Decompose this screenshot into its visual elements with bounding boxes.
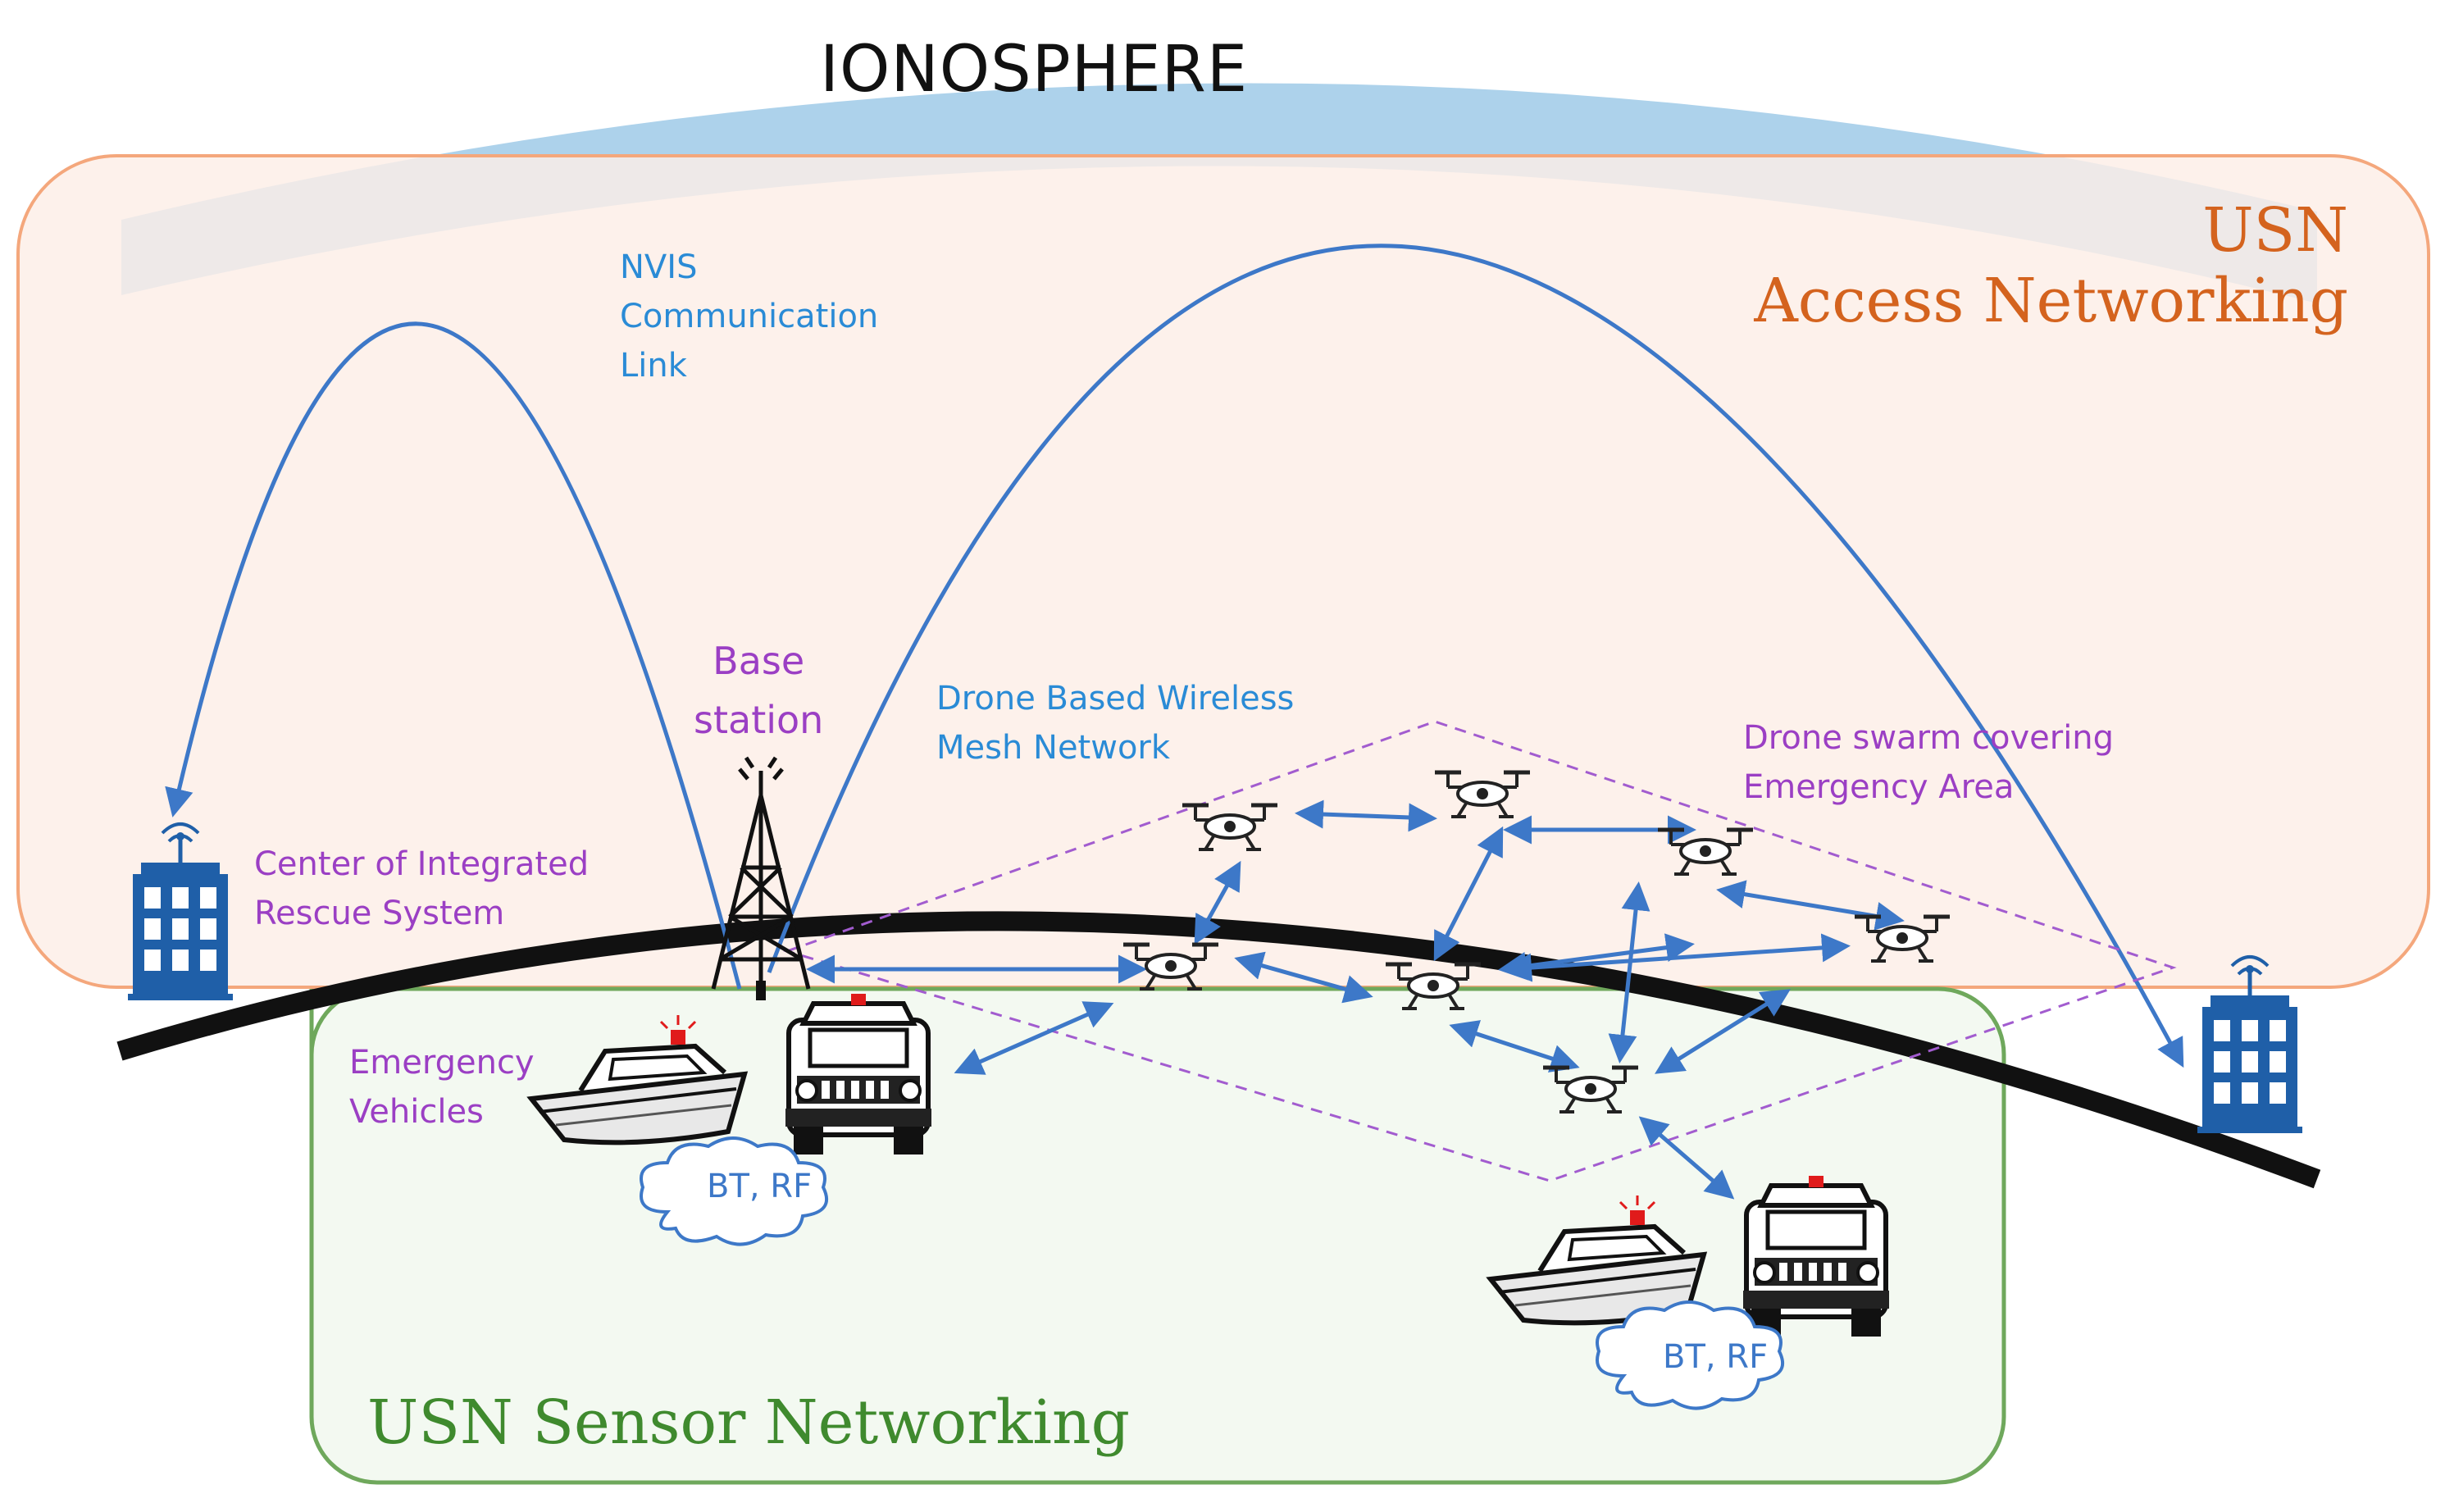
ionosphere-label: IONOSPHERE xyxy=(820,33,1249,107)
base-label-line2: station xyxy=(694,698,824,742)
center-label-line1: Center of Integrated xyxy=(254,845,590,883)
emergency-vehicles-label: Emergency Vehicles xyxy=(349,1038,535,1136)
base-label-line1: Base xyxy=(713,639,805,683)
usn-sensor-title: USN Sensor Networking xyxy=(367,1387,1130,1458)
center-label-line2: Rescue System xyxy=(254,895,505,932)
swarm-label-line2: Emergency Area xyxy=(1743,768,2015,806)
nvis-link-right xyxy=(767,244,2184,1068)
swarm-label-line1: Drone swarm covering xyxy=(1743,719,2115,757)
usn-access-title-line1: USN xyxy=(2202,195,2348,266)
nvis-link-label: NVIS Communication Link xyxy=(620,243,878,390)
base-station-label: Base station xyxy=(694,631,823,749)
nvis-label-line3: Link xyxy=(620,347,687,385)
nvis-link-left xyxy=(165,321,742,990)
nvis-label-line1: NVIS xyxy=(620,248,698,286)
mesh-label-line2: Mesh Network xyxy=(936,729,1171,767)
usn-access-title-line2: Access Networking xyxy=(1754,266,2348,336)
rescue-center-label: Center of Integrated Rescue System xyxy=(254,840,589,938)
nvis-label-line2: Communication xyxy=(620,298,879,335)
usn-access-title: USN Access Networking xyxy=(1754,195,2348,336)
emergency-label-line2: Vehicles xyxy=(349,1093,484,1131)
emergency-label-line1: Emergency xyxy=(349,1044,535,1082)
drone-swarm-area xyxy=(783,720,2177,1182)
cloud-right-label: BT, RF xyxy=(1663,1338,1769,1376)
mesh-network-label: Drone Based Wireless Mesh Network xyxy=(936,674,1294,772)
ionosphere-band xyxy=(121,83,2317,303)
cloud-left-label: BT, RF xyxy=(707,1168,813,1205)
mesh-links xyxy=(806,799,1905,1200)
police-car-icon xyxy=(785,994,931,1154)
tower-icon xyxy=(711,756,811,990)
mesh-label-line1: Drone Based Wireless xyxy=(936,680,1295,717)
drone-swarm-label: Drone swarm covering Emergency Area xyxy=(1743,713,2114,812)
earth-horizon-arc xyxy=(116,911,2321,1189)
police-car-icon xyxy=(1743,1176,1889,1337)
